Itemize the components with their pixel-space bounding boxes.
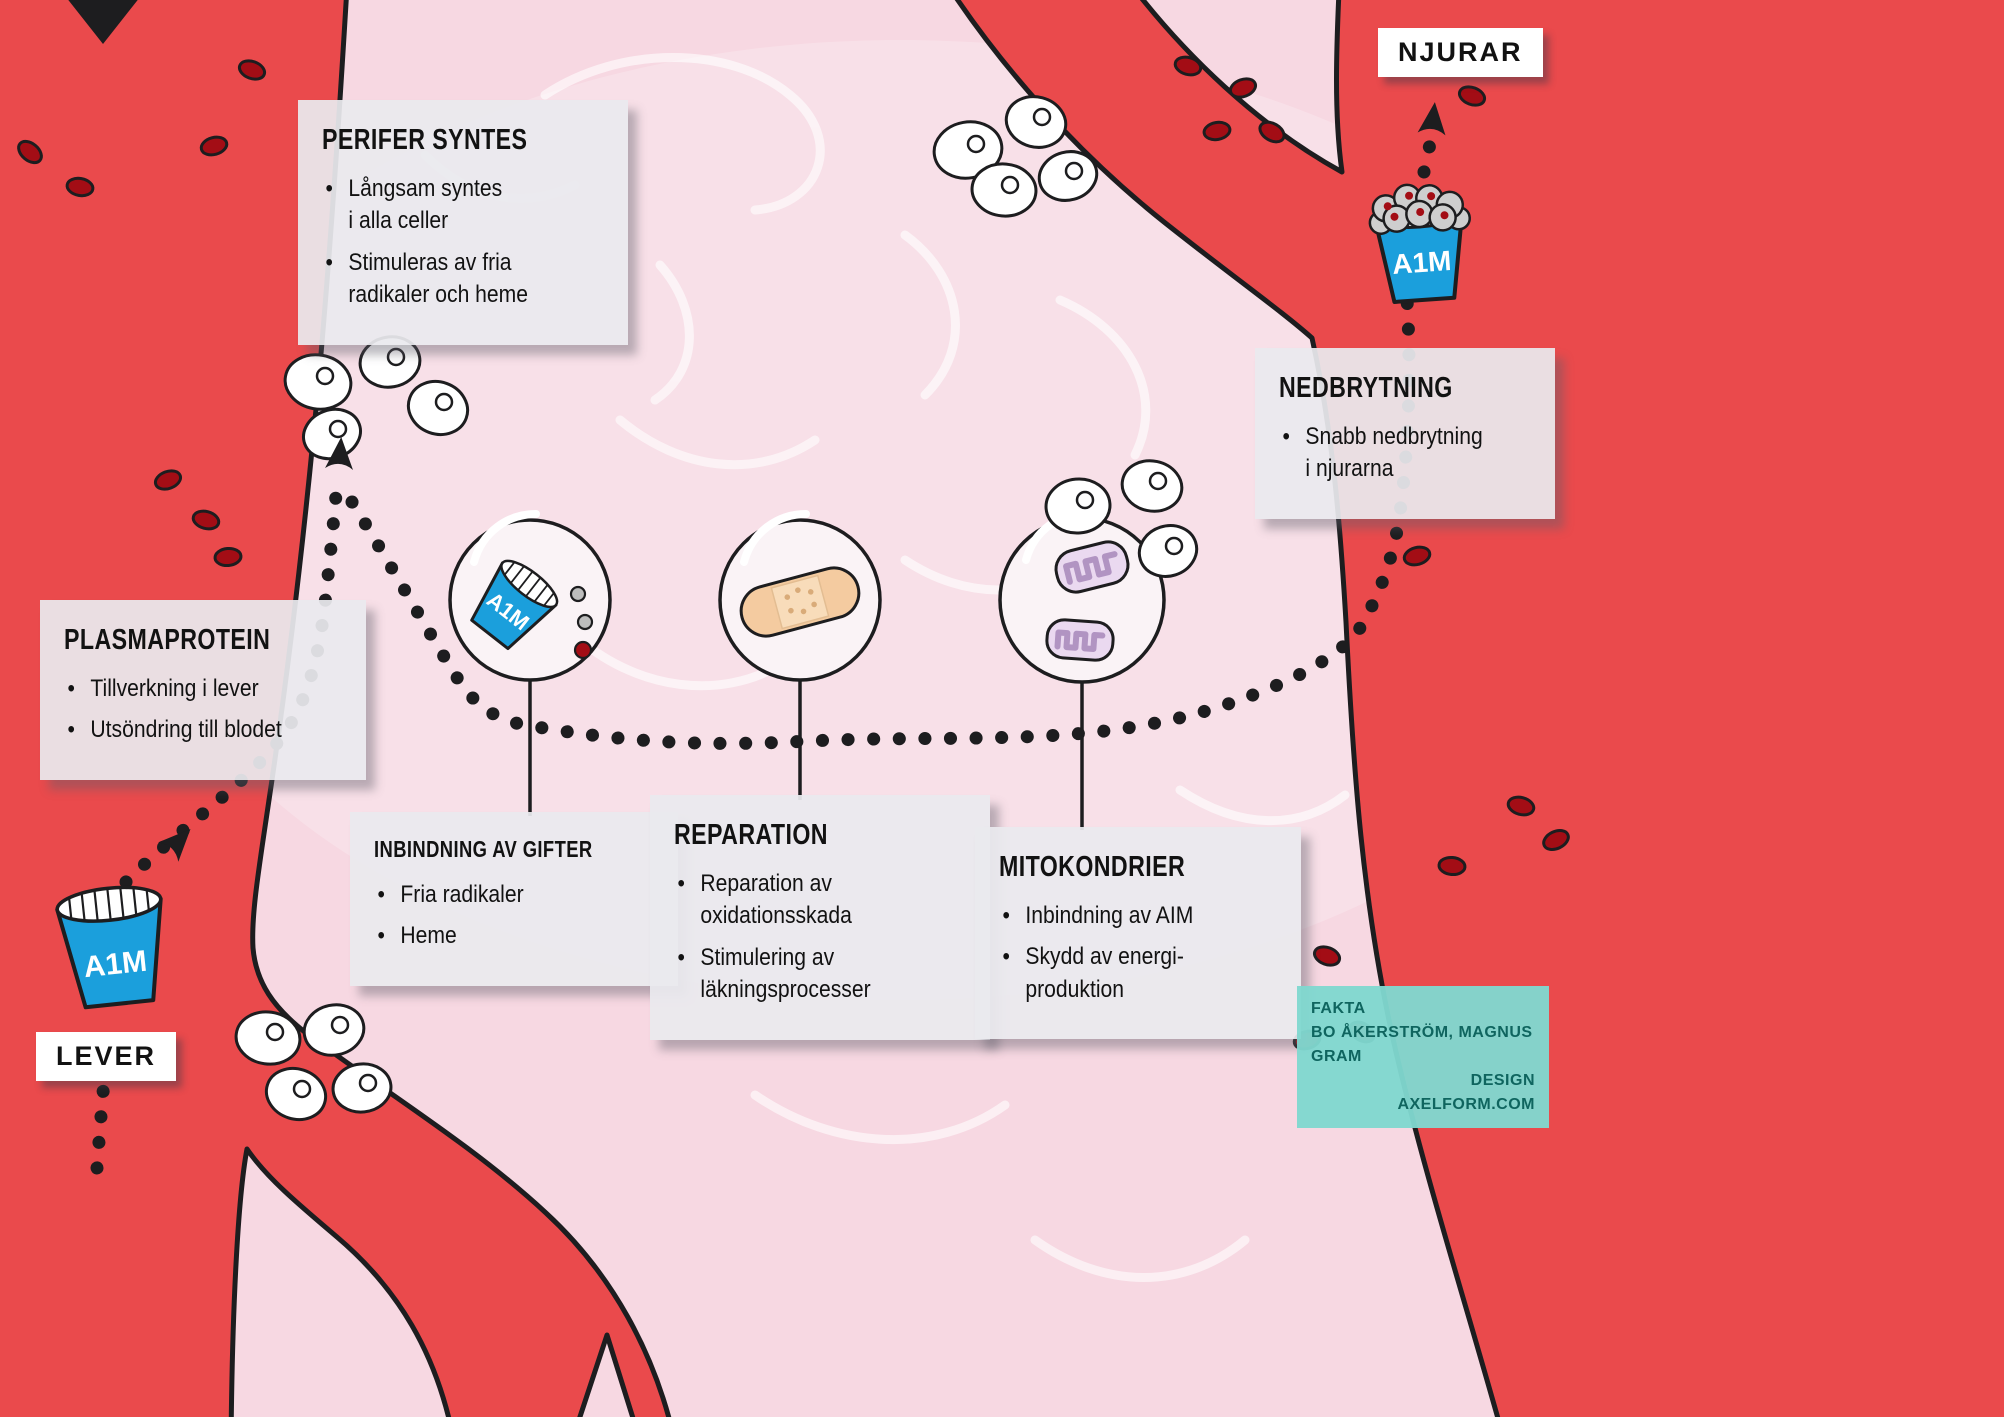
- njurar-label: NJURAR: [1378, 28, 1543, 77]
- mitokondrier-box: MITOKONDRIER Inbindning av AIM Skydd av …: [975, 827, 1301, 1040]
- white-cells-left: [283, 335, 470, 461]
- band-aid-icon: [739, 566, 861, 638]
- box-title: NEDBRYTNING: [1279, 372, 1453, 404]
- toxin-binding-circle-icon: A1M: [448, 510, 612, 682]
- white-cells-bottom: [234, 1003, 393, 1122]
- mitochondrion-icon: [1054, 540, 1130, 594]
- box-bullets: Långsam syntes i alla celler Stimuleras …: [322, 173, 604, 312]
- flow-arrow: [325, 437, 353, 470]
- flow-arrows: [158, 102, 1446, 862]
- white-cells-right: [1044, 459, 1199, 578]
- box-bullets: Tillverkning i lever Utsöndring till blo…: [64, 673, 342, 747]
- free-radical-dot: [569, 585, 587, 603]
- box-title: INBINDNING AV GIFTER: [374, 836, 593, 862]
- plasmaprotein-box: PLASMAPROTEIN Tillverkning i lever Utsön…: [40, 600, 366, 780]
- bullet: Snabb nedbrytning i njurarna: [1279, 421, 1501, 486]
- bullet: Stimulering av läkningsprocesser: [674, 942, 931, 1007]
- box-bullets: Snabb nedbrytning i njurarna: [1279, 421, 1531, 486]
- a1m-label-liver-bucket: A1M: [82, 945, 148, 984]
- bullet: Inbindning av AIM: [999, 900, 1244, 933]
- heme-dot: [573, 640, 593, 660]
- bullet: Utsöndring till blodet: [64, 714, 309, 747]
- bullet: Stimuleras av fria radikaler och heme: [322, 247, 570, 312]
- credits-box: FAKTA BO ÅKERSTRÖM, MAGNUS GRAM DESIGN A…: [1297, 986, 1549, 1128]
- a1m-label-kidney-bucket: A1M: [1391, 245, 1452, 280]
- repair-circle-icon: [718, 510, 882, 682]
- bullet: Skydd av energi- produktion: [999, 941, 1244, 1006]
- highlight-swoosh: [740, 510, 810, 566]
- mitochondria-circle-icon: [998, 509, 1166, 684]
- bullet: Långsam syntes i alla celler: [322, 173, 570, 238]
- flow-arrow: [158, 829, 191, 862]
- box-title: MITOKONDRIER: [999, 851, 1186, 883]
- mitochondrion-icon: [1045, 618, 1115, 662]
- bullet: Reparation av oxidationsskada: [674, 868, 931, 933]
- bullet: Tillverkning i lever: [64, 673, 309, 706]
- bullet: Fria radikaler: [374, 879, 620, 912]
- lever-label: LEVER: [36, 1032, 177, 1081]
- vessel-branch-notch: [68, 0, 138, 44]
- credits-site: AXELFORM.COM: [1397, 1096, 1535, 1113]
- highlight-swoosh: [470, 510, 540, 566]
- box-bullets: Fria radikaler Heme: [374, 879, 654, 953]
- white-cells-top: [932, 95, 1099, 218]
- reparation-box: REPARATION Reparation av oxidationsskada…: [650, 795, 990, 1040]
- a1m-bucket-liver: A1M: [55, 885, 163, 1010]
- box-bullets: Inbindning av AIM Skydd av energi- produ…: [999, 900, 1277, 1006]
- bullet: Heme: [374, 920, 620, 953]
- box-bullets: Reparation av oxidationsskada Stimulerin…: [674, 868, 966, 1007]
- inbindning-av-gifter-box: INBINDNING AV GIFTER Fria radikaler Heme: [350, 812, 678, 986]
- flow-arrow: [1417, 102, 1446, 136]
- box-title: PERIFER SYNTES: [322, 124, 528, 156]
- a1m-bucket-kidney: A1M: [1368, 183, 1471, 304]
- credits-fakta: FAKTA: [1311, 1000, 1366, 1017]
- credits-authors: BO ÅKERSTRÖM, MAGNUS GRAM: [1311, 1024, 1533, 1065]
- credits-design: DESIGN: [1470, 1072, 1535, 1089]
- perifer-syntes-box: PERIFER SYNTES Långsam syntes i alla cel…: [298, 100, 628, 345]
- box-title: PLASMAPROTEIN: [64, 624, 271, 656]
- nedbrytning-box: NEDBRYTNING Snabb nedbrytning i njurarna: [1255, 348, 1555, 519]
- box-title: REPARATION: [674, 819, 828, 851]
- free-radical-dot: [576, 613, 594, 631]
